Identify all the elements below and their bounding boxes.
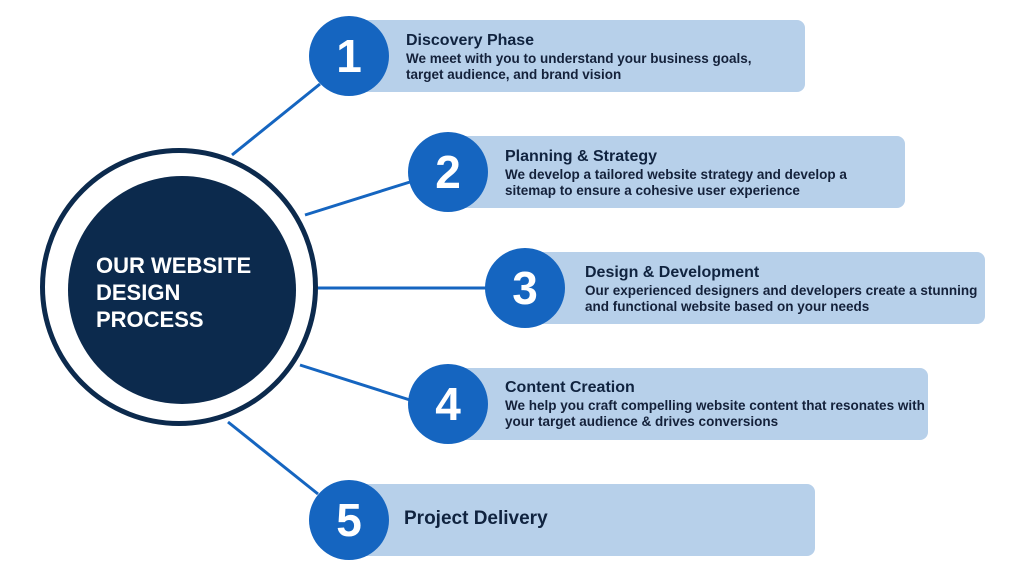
step-1-description: We meet with you to understand your busi… [406, 51, 752, 82]
step-3-number: 3 [485, 248, 565, 328]
connector-4 [299, 363, 411, 402]
step-3-box [525, 252, 985, 324]
step-4-text: Content Creation We help you craft compe… [505, 378, 925, 430]
step-3-text: Design & Development Our experienced des… [585, 263, 980, 315]
step-5-title: Project Delivery [404, 508, 548, 529]
step-2-text: Planning & Strategy We develop a tailore… [505, 147, 895, 199]
center-title: OUR WEBSITE DESIGN PROCESS [96, 253, 252, 332]
step-5-number: 5 [309, 480, 389, 560]
step-2-number: 2 [408, 132, 488, 212]
step-1-text: Discovery Phase We meet with you to unde… [406, 31, 796, 83]
step-2-description: We develop a tailored website strategy a… [505, 167, 847, 198]
connector-5 [227, 420, 319, 496]
connector-1 [231, 82, 321, 157]
step-3-description: Our experienced designers and developers… [585, 283, 978, 314]
step-2-box [450, 136, 905, 208]
step-5-box [350, 484, 815, 556]
step-4-box [450, 368, 928, 440]
step-3-title: Design & Development [585, 264, 760, 281]
step-1-title: Discovery Phase [406, 32, 535, 49]
step-4-number: 4 [408, 364, 488, 444]
step-4-title: Content Creation [505, 379, 635, 396]
step-1-number: 1 [309, 16, 389, 96]
step-1-box [350, 20, 805, 92]
step-2-title: Planning & Strategy [505, 148, 658, 165]
step-4-description: We help you craft compelling website con… [505, 398, 925, 429]
connector-2 [304, 180, 411, 217]
center-circle [68, 176, 296, 404]
